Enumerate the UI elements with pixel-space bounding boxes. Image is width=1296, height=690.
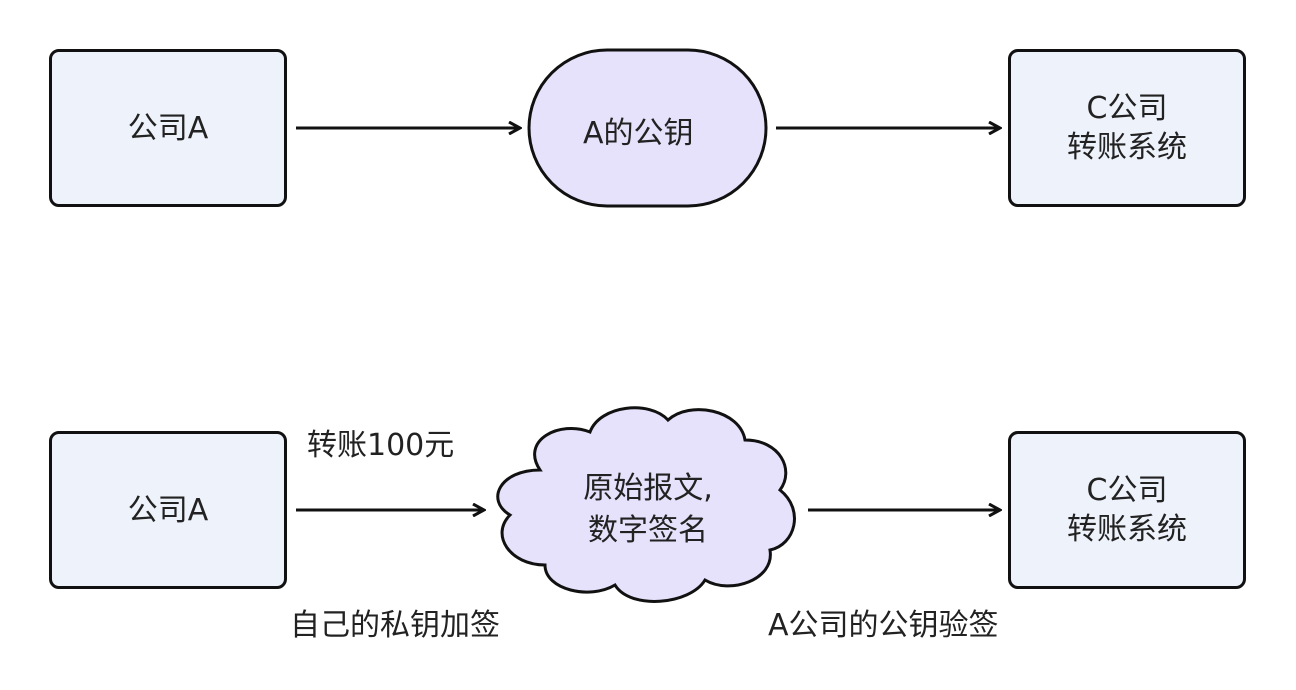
message-cloud-label: 原始报文, 数字签名: [548, 468, 748, 552]
node-label-line1: C公司: [1086, 473, 1168, 508]
public-key-node: [527, 48, 768, 208]
public-key-label: A的公钥: [583, 116, 694, 151]
message-cloud: [496, 406, 796, 603]
cloud-line1: 原始报文,: [583, 471, 713, 506]
node-label: 公司A: [127, 110, 209, 146]
node-label-line2: 转账系统: [1067, 512, 1187, 547]
node-label-line2: 转账系统: [1067, 130, 1187, 165]
node-label: 公司A: [127, 492, 209, 528]
company-c-node-bottom: C公司 转账系统: [1008, 431, 1246, 589]
cloud-line2: 数字签名: [588, 513, 708, 548]
public-key-verify-label: A公司的公钥验签: [768, 608, 999, 643]
transfer-amount-label: 转账100元: [307, 428, 455, 463]
node-label-line1: C公司: [1086, 91, 1168, 126]
company-c-node-top: C公司 转账系统: [1008, 49, 1246, 207]
private-key-sign-label: 自己的私钥加签: [290, 608, 500, 643]
company-a-node-top: 公司A: [49, 49, 287, 207]
company-a-node-bottom: 公司A: [49, 431, 287, 589]
